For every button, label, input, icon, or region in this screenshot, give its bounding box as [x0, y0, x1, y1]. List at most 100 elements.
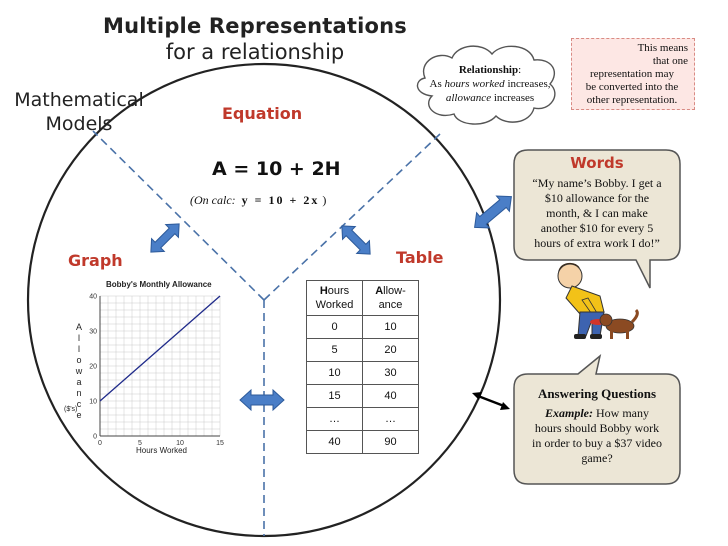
chart-title: Bobby's Monthly Allowance [106, 280, 212, 289]
words-bubble [513, 149, 681, 289]
table-label: Table [396, 248, 444, 267]
example-label: Example: [545, 406, 593, 420]
header-hours-rest: ours [327, 285, 350, 297]
side-label-line-1: Mathematical [14, 89, 144, 111]
double-arrow-graph-table-icon [239, 388, 285, 412]
header-hours-line2: Worked [315, 299, 354, 311]
words-content: Words “My name’s Bobby. I get a $10 allo… [516, 154, 678, 251]
questions-heading: Answering Questions [537, 386, 657, 401]
header-allowance-line2: ance [378, 299, 403, 311]
y-label-letter: o [76, 355, 82, 365]
rel-as: As [429, 78, 442, 90]
table-cell: … [306, 407, 363, 431]
header-allowance-rest: llow- [383, 285, 406, 297]
y-label-letter: w [75, 366, 83, 376]
graph-label: Graph [68, 251, 123, 270]
table-cell: 10 [306, 361, 363, 385]
questions-line-4: game? [581, 451, 613, 465]
note-line-1: This means [637, 42, 688, 54]
calc-prefix: (On calc: [190, 193, 236, 207]
equation-calc: (On calc: y = 10 + 2x ) [190, 193, 326, 208]
header-allowance: Allow-ance [362, 280, 419, 316]
questions-line-3: in order to buy a $37 video [532, 436, 662, 450]
double-arrow-words-icon [474, 195, 512, 229]
table-cell: … [362, 407, 419, 431]
title-line-1: Multiple Representations [103, 14, 407, 38]
x-tick-label: 5 [138, 440, 142, 447]
chart-plot: 0 5 10 15 0 10 20 30 40 [89, 294, 224, 448]
words-heading: Words [570, 154, 624, 172]
table-cell: 90 [362, 430, 419, 454]
relationship-colon: : [518, 64, 522, 76]
table-cell: 40 [362, 384, 419, 408]
chart-y-unit: ($'s) [64, 406, 78, 413]
relationship-text: Relationship: As hours worked increases,… [424, 63, 556, 105]
side-label-line-2: Models [45, 113, 113, 135]
table-cell: 40 [306, 430, 363, 454]
page-title: Multiple Representations for a relations… [0, 14, 510, 64]
table-cell: 5 [306, 338, 363, 362]
rel-increases-2: increases [493, 92, 535, 104]
y-label-letter: A [75, 322, 82, 332]
questions-content: Answering Questions Example: How many ho… [516, 386, 678, 466]
y-label-letter: c [76, 399, 82, 409]
words-line-3: month, & I can make [546, 206, 648, 220]
words-line-2: $10 allowance for the [544, 191, 650, 205]
rel-hours-worked: hours worked [444, 78, 505, 90]
x-tick-label: 15 [216, 440, 224, 447]
words-line-4: another $10 for every 5 [540, 221, 654, 235]
words-line-5: hours of extra work I do!” [534, 236, 660, 250]
table-cell: 10 [362, 315, 419, 339]
divider-upper-right [263, 133, 441, 301]
table-cell: 0 [306, 315, 363, 339]
note-line-3: representation may [590, 68, 674, 80]
chart-x-label: Hours Worked [136, 446, 187, 455]
calc-expression: y = 10 + 2x [241, 193, 320, 207]
equation-main: A = 10 + 2H [212, 158, 341, 180]
title-line-2: for a relationship [165, 40, 345, 64]
relationship-heading: Relationship [458, 64, 519, 76]
double-arrow-equation-graph-icon [150, 223, 180, 253]
note-box: This means that one representation may b… [571, 38, 695, 110]
side-label: Mathematical Models [14, 88, 144, 136]
note-line-5: other representation. [586, 94, 678, 106]
y-label-letter: l [78, 333, 80, 343]
note-line-4: be converted into the [585, 81, 679, 93]
header-hours-initial: H [319, 285, 328, 297]
table-cell: 20 [362, 338, 419, 362]
boy-and-dog-illustration [557, 262, 639, 339]
rel-increases: increases, [507, 78, 551, 90]
y-tick-label: 40 [89, 294, 97, 301]
rel-allowance: allowance [445, 92, 492, 104]
words-line-1: “My name’s Bobby. I get a [532, 176, 662, 190]
y-tick-label: 30 [89, 329, 97, 336]
questions-bubble [513, 354, 681, 485]
y-label-letter: l [78, 344, 80, 354]
note-line-2: that one [652, 55, 688, 67]
y-tick-label: 0 [93, 434, 97, 441]
relationship-cloud [416, 45, 556, 125]
table-cell: 30 [362, 361, 419, 385]
y-label-letter: e [76, 410, 82, 420]
x-tick-label: 10 [176, 440, 184, 447]
questions-line-1: How many [596, 406, 649, 420]
y-tick-label: 20 [89, 364, 97, 371]
x-tick-label: 0 [98, 440, 102, 447]
y-label-letter: a [76, 377, 82, 387]
y-tick-label: 10 [89, 399, 97, 406]
header-allowance-initial: A [375, 285, 384, 297]
questions-line-2: hours should Bobby work [534, 421, 660, 435]
y-label-letter: n [76, 388, 82, 398]
table-cell: 15 [306, 384, 363, 408]
series-line [99, 295, 221, 402]
